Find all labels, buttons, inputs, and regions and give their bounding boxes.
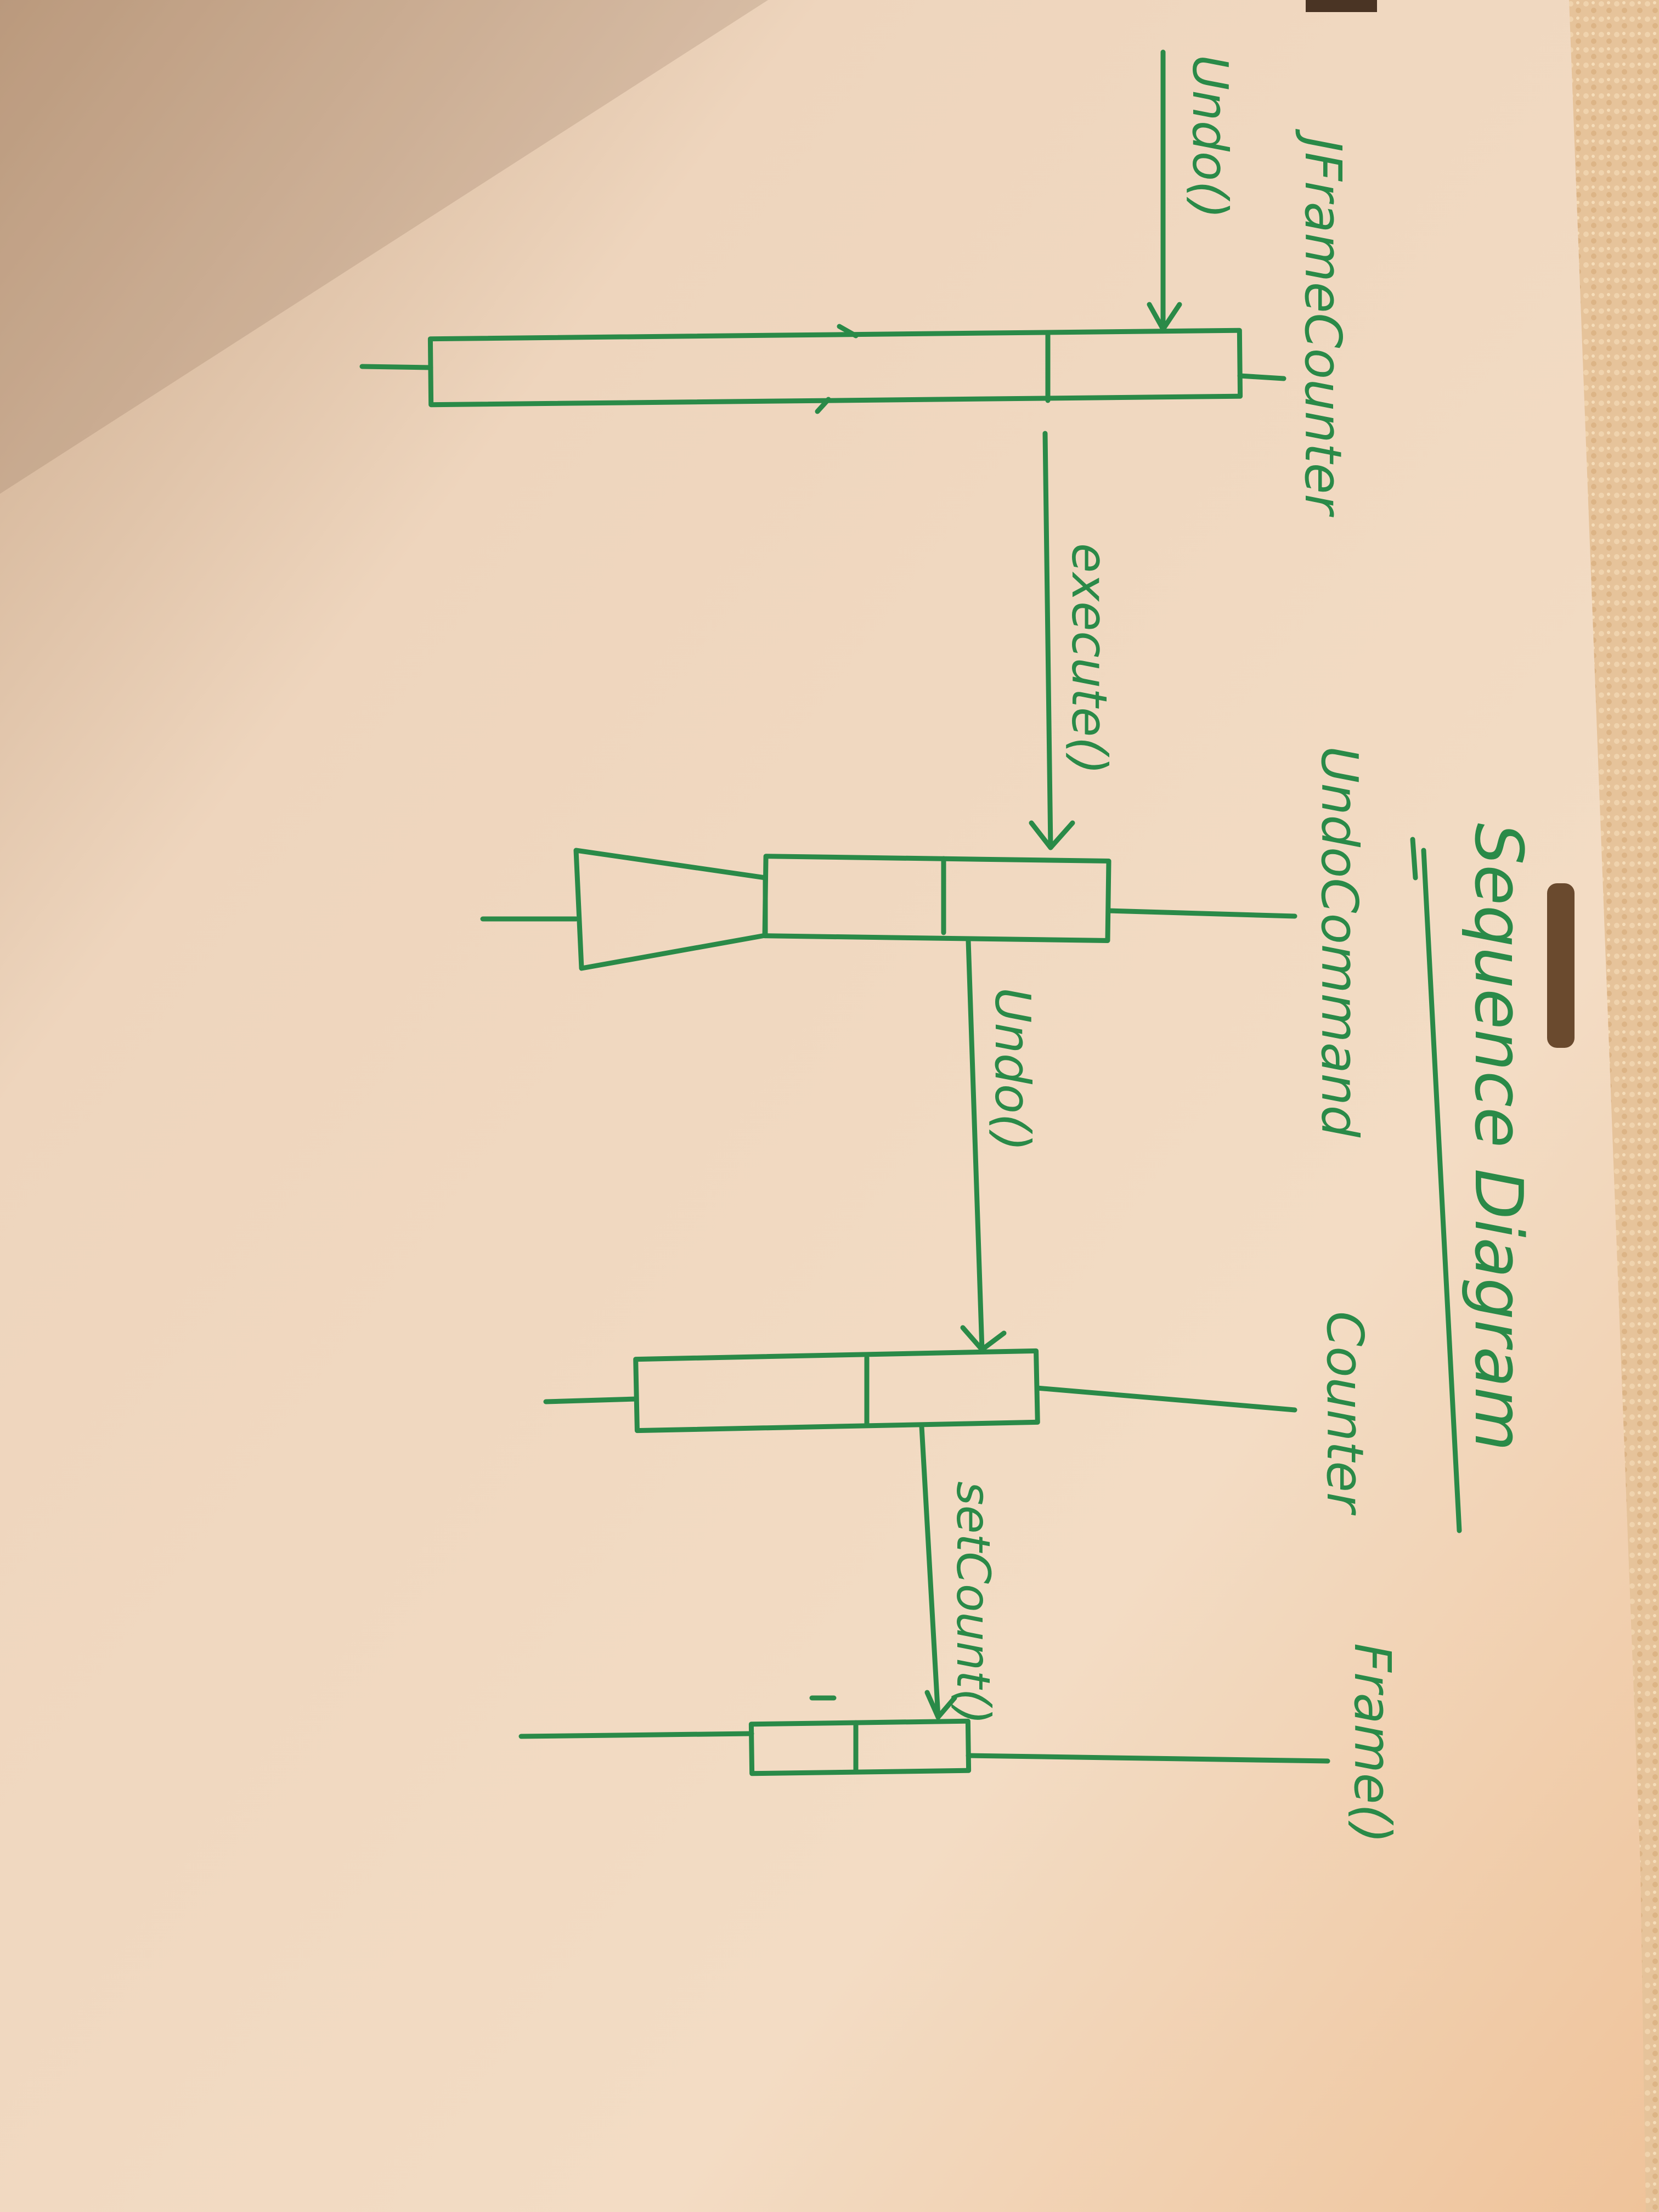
lifeline-frame — [518, 1695, 1330, 1776]
lifeline-jframe — [359, 324, 1286, 414]
lifeline-label-jframe: JFrameCounter — [1294, 128, 1352, 517]
title-underline — [1421, 848, 1462, 1533]
message-arrow-setcount[interactable] — [919, 1424, 957, 1720]
lifeline-stub-frame-top — [966, 1753, 1330, 1764]
message-label-undo-counter: Undo() — [984, 988, 1041, 1152]
lifeline-stub-undocmd-top — [1105, 908, 1297, 919]
lifeline-stub-frame-bottom — [518, 1731, 754, 1739]
lifeline-stub-jframe-top — [1237, 373, 1286, 381]
lifeline-stub-counter-bottom — [543, 1396, 639, 1404]
activation-jframe-tick — [837, 324, 859, 338]
top-edge-object — [1306, 0, 1377, 12]
shadow-overlay — [0, 0, 768, 494]
lifeline-label-undocmd: UndoCommand — [1310, 746, 1369, 1138]
diagram-title: Sequence Diagram — [1460, 823, 1536, 1451]
lifeline-label-frame: Frame() — [1343, 1643, 1402, 1843]
activation-jframe — [427, 328, 1243, 408]
activation-undocmd-trapezoid — [573, 848, 768, 971]
lifeline-undocmd — [480, 848, 1297, 971]
activation-jframe-tick-2 — [815, 397, 831, 414]
message-arrow-execute[interactable] — [1029, 431, 1075, 850]
ink-drawing — [359, 49, 1462, 1776]
message-label-execute: execute() — [1061, 543, 1118, 775]
lifeline-label-counter: Counter — [1316, 1311, 1374, 1516]
message-label-setcount: setCount() — [946, 1481, 1000, 1724]
message-arrow-undo-counter[interactable] — [960, 938, 1007, 1352]
paper-tab — [1547, 883, 1575, 1048]
lifeline-stub-counter-top — [1034, 1385, 1297, 1413]
activation-frame — [748, 1718, 972, 1776]
lifeline-stub-jframe-bottom — [359, 364, 433, 370]
diagram-labels: Sequence Diagram JFrameCounter UndoComma… — [946, 55, 1536, 1843]
lifeline-counter — [543, 1348, 1297, 1434]
message-label-undo-external: Undo() — [1182, 55, 1238, 219]
title-underline-short — [1410, 837, 1418, 881]
message-arrow-undo-external[interactable] — [1147, 49, 1182, 332]
activation-counter — [633, 1348, 1040, 1434]
